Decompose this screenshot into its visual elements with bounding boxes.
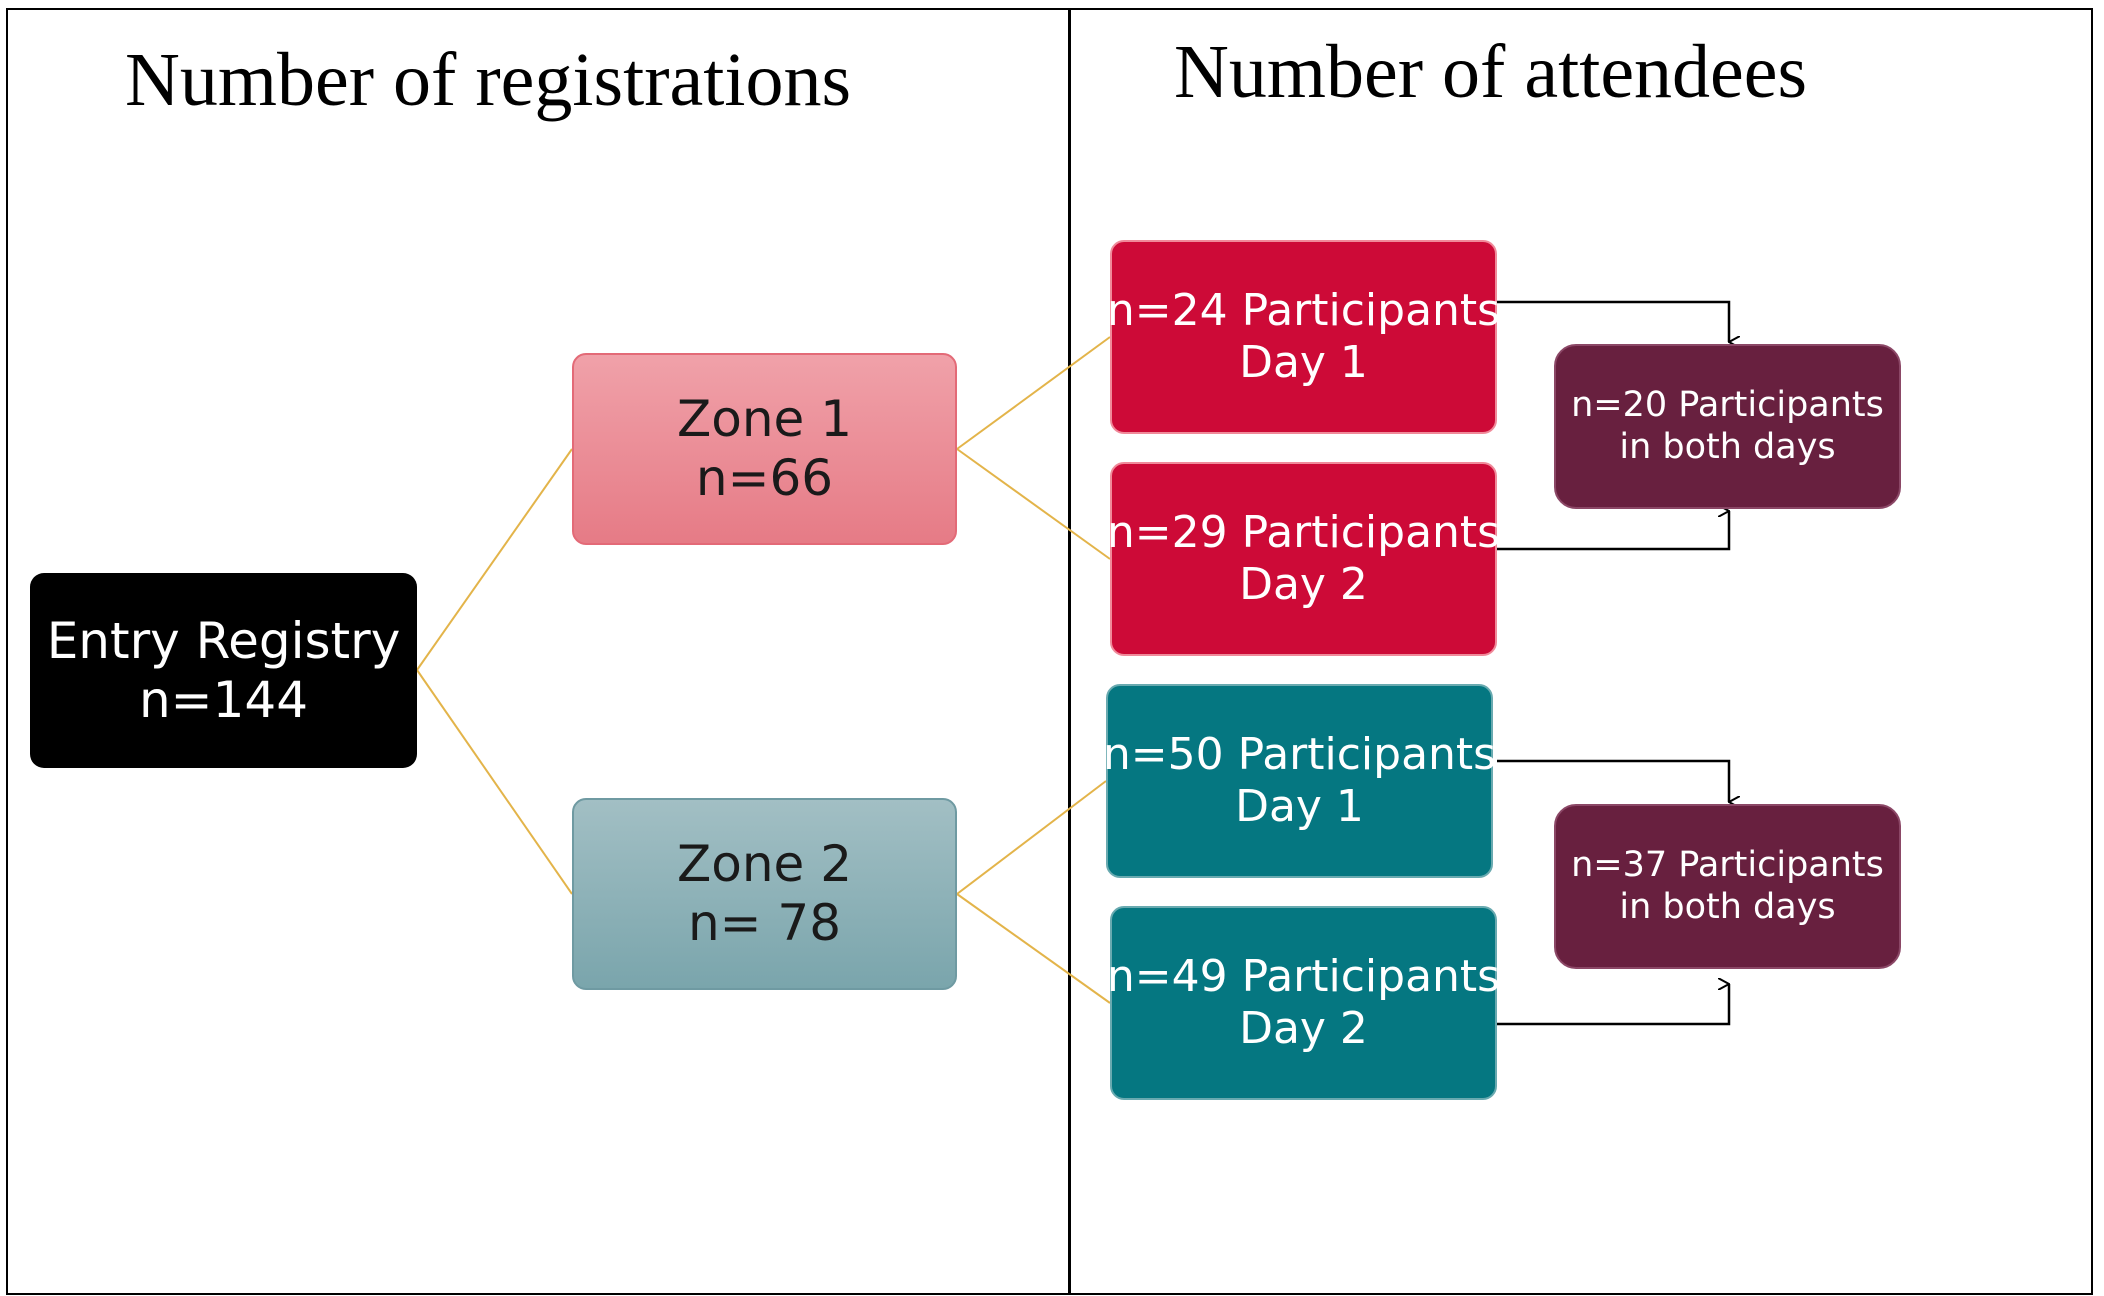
zone2-to-day1-line	[956, 780, 1107, 895]
zone2-to-day2-line	[956, 893, 1111, 1004]
merge-arrows	[1497, 300, 1731, 1026]
zone1-both-days-box: n=20 Participants in both days	[1554, 344, 1901, 509]
zone2-day1-box: n=50 Participants Day 1	[1102, 684, 1497, 878]
zone1-day1-label: Day 1	[1239, 337, 1368, 388]
entry-registry-box: Entry Registry n=144	[30, 573, 417, 768]
column-divider	[1068, 8, 1071, 1295]
zone1-day2-box: n=29 Participants Day 2	[1106, 462, 1501, 656]
zone2-both-days-count: n=37 Participants	[1571, 845, 1884, 886]
tree-lines	[416, 336, 1111, 1004]
zone2-both-days-label: in both days	[1619, 886, 1836, 927]
zone2-day1-label: Day 1	[1235, 781, 1364, 832]
z2-day1-to-both-arrow	[1497, 759, 1729, 802]
zone2-both-days-box: n=37 Participants in both days	[1554, 804, 1901, 969]
zone2-day2-label: Day 2	[1239, 1003, 1368, 1054]
zone1-to-day1-line	[956, 336, 1111, 450]
zone1-box: Zone 1 n=66	[572, 353, 957, 545]
zone1-to-day2-line	[956, 448, 1111, 560]
zone1-day2-count: n=29 Participants	[1106, 507, 1501, 559]
entry-count: n=144	[138, 670, 309, 729]
zone2-day2-box: n=49 Participants Day 2	[1106, 906, 1501, 1100]
zone1-day2-label: Day 2	[1239, 559, 1368, 610]
outer-frame	[6, 8, 2093, 1295]
zone2-count: n= 78	[687, 894, 842, 952]
entry-label: Entry Registry	[46, 611, 401, 670]
z1-day2-to-both-arrow	[1497, 511, 1731, 551]
zone1-day1-count: n=24 Participants	[1106, 285, 1501, 337]
zone2-box: Zone 2 n= 78	[572, 798, 957, 990]
entry-to-zone1-line	[416, 448, 573, 671]
z2-day2-to-both-arrow	[1497, 984, 1731, 1026]
entry-to-zone2-line	[416, 669, 573, 895]
zone1-day1-box: n=24 Participants Day 1	[1106, 240, 1501, 434]
zone2-label: Zone 2	[677, 835, 852, 893]
z1-day1-to-both-arrow	[1497, 300, 1729, 342]
zone2-day2-count: n=49 Participants	[1106, 951, 1501, 1003]
attendees-heading: Number of attendees	[1174, 30, 1808, 114]
zone1-label: Zone 1	[677, 390, 852, 448]
zone2-day1-count: n=50 Participants	[1102, 729, 1497, 781]
zone1-count: n=66	[695, 449, 834, 507]
zone1-both-days-count: n=20 Participants	[1571, 385, 1884, 426]
registrations-heading: Number of registrations	[125, 38, 852, 122]
zone1-both-days-label: in both days	[1619, 426, 1836, 467]
